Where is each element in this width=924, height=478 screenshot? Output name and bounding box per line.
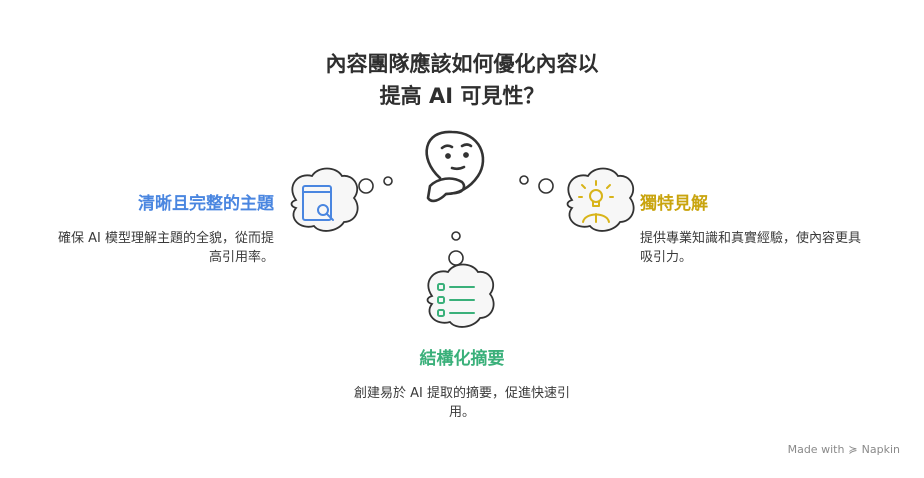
- desc-structured-summary-line-2: 用。: [448, 405, 475, 420]
- book-search-icon: [302, 185, 334, 221]
- bottom-bubble-small: [451, 231, 461, 241]
- checklist-icon: [437, 283, 475, 317]
- left-cloud: [290, 167, 359, 232]
- desc-clear-topic-line-2: 高引用率。: [208, 250, 274, 265]
- title-line-2: 提高 AI 可見性？: [379, 84, 545, 108]
- heading-unique-insight: 獨特見解: [640, 194, 708, 214]
- made-with-napkin[interactable]: Made with ≽ Napkin: [788, 443, 900, 456]
- right-bubble-large: [538, 178, 554, 194]
- bottom-bubble-large: [448, 250, 464, 266]
- left-bubble-large: [358, 178, 374, 194]
- desc-clear-topic-line-1: 確保 AI 模型理解主題的全貌，從而提: [58, 231, 274, 246]
- heading-clear-topic: 清晰且完整的主題: [138, 194, 274, 214]
- left-bubble-small: [383, 176, 393, 186]
- diagram-title: 內容團隊應該如何優化內容以 提高 AI 可見性？: [262, 48, 662, 112]
- desc-structured-summary-line-1: 創建易於 AI 提取的摘要，促進快速引: [354, 386, 570, 401]
- right-bubble-small: [519, 175, 529, 185]
- desc-unique-insight-line-1: 提供專業知識和真實經驗，使內容更具: [640, 231, 862, 246]
- footer-brand: Napkin: [861, 443, 900, 456]
- desc-unique-insight-line-2: 吸引力。: [640, 250, 693, 265]
- footer-label: Made with: [787, 443, 845, 456]
- heading-structured-summary: 結構化摘要: [419, 349, 505, 369]
- desc-structured-summary: 創建易於 AI 提取的摘要，促進快速引 用。: [326, 384, 598, 422]
- lightbulb-person-icon: [578, 180, 614, 223]
- desc-clear-topic: 確保 AI 模型理解主題的全貌，從而提 高引用率。: [22, 229, 274, 267]
- desc-unique-insight: 提供專業知識和真實經驗，使內容更具 吸引力。: [640, 229, 902, 267]
- bottom-cloud: [426, 263, 495, 328]
- thinking-face-icon: [425, 130, 485, 203]
- napkin-bolt-icon: ≽: [848, 443, 858, 456]
- title-line-1: 內容團隊應該如何優化內容以: [325, 52, 599, 76]
